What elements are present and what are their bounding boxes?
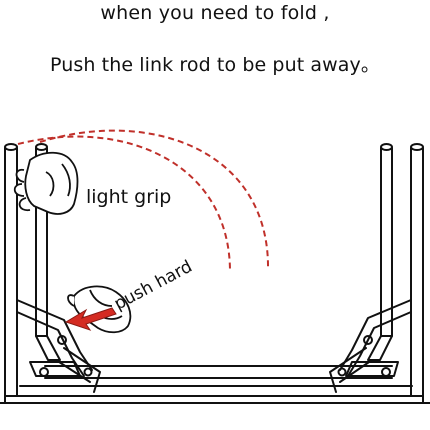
left-leg-outer: [4, 143, 18, 393]
left-link-rod: [16, 299, 101, 393]
push-hard-label: push hard: [111, 257, 196, 315]
bottom-rail: [0, 365, 430, 404]
instruction-line-1: when you need to fold ,: [100, 2, 330, 24]
instruction-line-2: Push the link rod to be put away。: [50, 54, 380, 76]
right-leg-outer: [410, 143, 424, 393]
fold-motion-arcs: [17, 129, 270, 273]
right-leg-inner: [380, 143, 393, 337]
hand-grip-icon: [13, 151, 79, 215]
push-arrow-icon: [64, 307, 117, 331]
light-grip-label: light grip: [86, 186, 171, 208]
right-link-rod: [329, 299, 412, 393]
